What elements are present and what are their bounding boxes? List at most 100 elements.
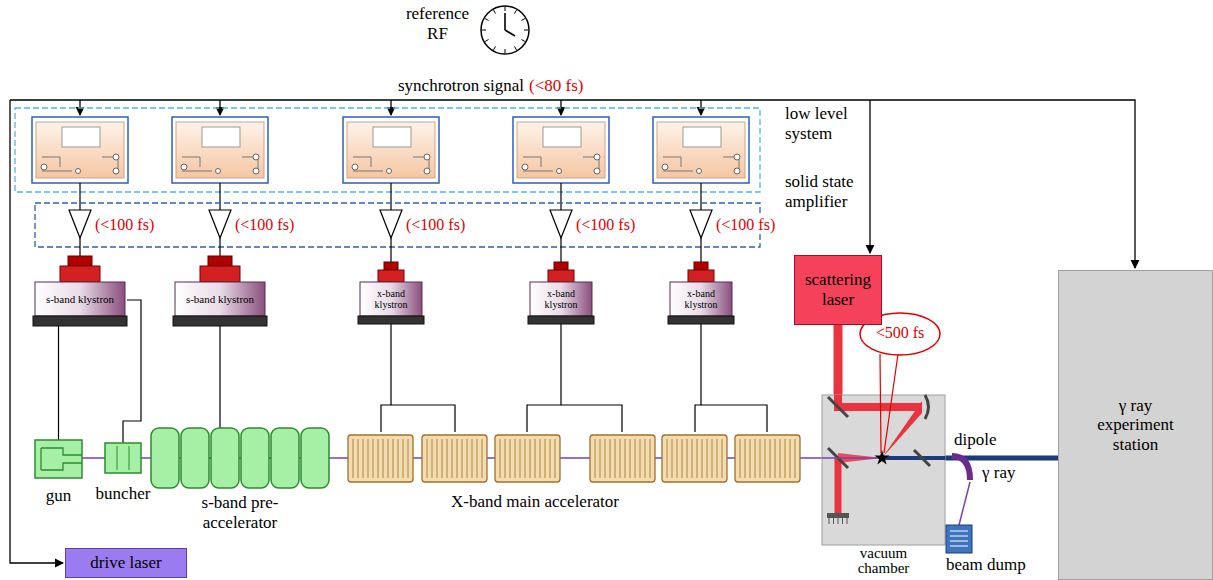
hole-mirror <box>914 450 930 466</box>
klystron-cathode <box>208 256 232 266</box>
signal-label: synchrotron signal <box>398 76 524 96</box>
clock-tick <box>482 30 486 31</box>
xband-fin <box>432 439 433 478</box>
clock-face <box>481 6 529 54</box>
group-label: solid state amplifier <box>785 172 877 211</box>
xband-fin <box>692 439 693 478</box>
gun-cavity <box>41 448 82 470</box>
electron-gun: gun <box>35 440 82 478</box>
laser-focus <box>882 401 922 458</box>
xband-fin <box>650 439 651 478</box>
path-shape <box>380 210 402 238</box>
node-outline <box>822 395 945 545</box>
xband-fin <box>640 439 641 478</box>
xband-fin <box>472 439 473 478</box>
node-outline <box>173 256 267 326</box>
xband-fin <box>427 439 428 478</box>
klystron-body <box>670 282 732 316</box>
klystron-base <box>528 316 594 324</box>
dump-body <box>946 525 972 553</box>
clock-tick <box>505 49 506 53</box>
klystron-cathode <box>554 262 568 270</box>
xband-fin <box>790 439 791 478</box>
xband-structure <box>735 435 800 482</box>
klystron-cathode <box>384 262 398 270</box>
buncher-body <box>105 443 141 473</box>
xband-fin <box>437 439 438 478</box>
xband-fin <box>363 439 364 478</box>
amplifier-out <box>80 238 701 262</box>
klystron-gun <box>60 266 100 282</box>
sync-taps <box>80 100 870 253</box>
reference-clock: reference RF <box>479 4 531 56</box>
beam-label: γ ray <box>982 463 1015 483</box>
clock-tick <box>505 7 506 11</box>
klystron-base <box>358 316 424 324</box>
node-label: drive laser <box>90 553 161 573</box>
sync-line <box>10 100 1135 268</box>
xband-fin <box>745 439 746 478</box>
xband-fin <box>505 439 506 478</box>
dipole-magnet: dipole <box>950 452 974 482</box>
xband-fin <box>702 439 703 478</box>
path-shape <box>701 405 767 432</box>
buncher-cavity: buncher <box>105 443 141 473</box>
rf-feed <box>381 324 391 432</box>
xband-fin <box>645 439 646 478</box>
xband-fin <box>408 439 409 478</box>
clock-tick <box>521 40 524 42</box>
llrf-units <box>32 117 749 183</box>
xband-fin <box>477 439 478 478</box>
klystron-base <box>668 316 734 324</box>
node-outline <box>946 525 972 553</box>
clock-tick <box>515 46 517 49</box>
line-shape <box>79 183 80 210</box>
xband-fin <box>625 439 626 478</box>
clock-tick <box>515 10 517 13</box>
xband-fin <box>795 439 796 478</box>
laser-dump-tooth <box>833 518 834 524</box>
klystron-cathode <box>694 262 708 270</box>
xband-fin <box>510 439 511 478</box>
xband-fin <box>368 439 369 478</box>
rf-feed <box>695 324 701 432</box>
xband-fin <box>452 439 453 478</box>
klystron: x-band klystron <box>358 262 424 324</box>
jitter-spec: (<80 fs) <box>529 76 583 96</box>
klystron-body <box>175 282 265 316</box>
node-label: dipole <box>954 430 997 450</box>
xband-fin <box>378 439 379 478</box>
xband-fin <box>462 439 463 478</box>
waveguide-branch <box>391 405 767 432</box>
llrf-out <box>80 183 701 210</box>
xband-fin <box>635 439 636 478</box>
laser-beam <box>834 325 843 395</box>
xband-fin <box>545 439 546 478</box>
electron-beam <box>822 457 882 459</box>
xband-fin <box>383 439 384 478</box>
klystron: x-band klystron <box>528 262 594 324</box>
klystron-cathode <box>68 256 92 266</box>
clock-hand <box>505 30 515 36</box>
line-shape <box>219 100 220 115</box>
callout-leader <box>880 354 881 453</box>
parabolic-mirror <box>925 395 929 419</box>
klystron-gun <box>688 270 714 282</box>
xband-fin <box>595 439 596 478</box>
xband-structure <box>495 435 560 482</box>
path-shape <box>561 405 622 432</box>
node-outline <box>105 443 141 473</box>
dump-plate <box>950 546 968 547</box>
rf-feed <box>58 326 59 440</box>
laser-dump-tooth <box>838 518 839 524</box>
xband-fin <box>540 439 541 478</box>
dipole-magnet <box>952 456 970 480</box>
group-label: low level system <box>785 104 865 143</box>
node-label: scattering laser <box>800 270 876 309</box>
path-shape <box>690 210 712 238</box>
xband-fin <box>760 439 761 478</box>
xband-fin <box>457 439 458 478</box>
xband-fin <box>555 439 556 478</box>
xband-fin <box>550 439 551 478</box>
